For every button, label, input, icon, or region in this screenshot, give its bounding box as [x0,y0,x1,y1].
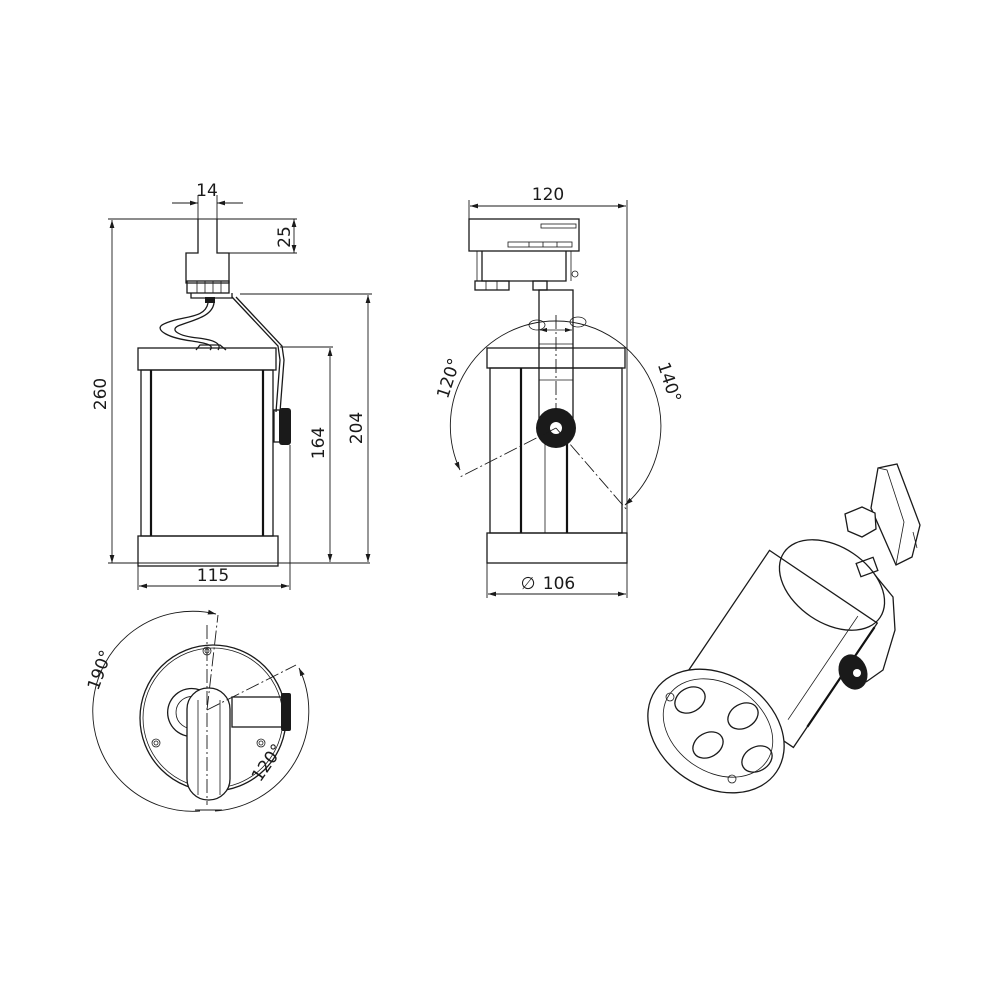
led-lens [741,745,773,773]
dim-tilt-left: 120° [433,356,465,401]
body-top-ring [137,347,277,371]
dim-total-height: 260 [91,378,111,410]
iso-adapter [870,463,921,566]
pan-arc [214,667,310,812]
track-adapter [468,218,580,252]
bracket-arm [231,296,281,413]
led-lens [692,731,724,759]
adapter-collar [186,280,230,294]
front-view: 120° 140° 120 ∅ 106 [433,185,685,598]
tilt-knob-icon [279,408,291,445]
rotation-arc [92,609,217,812]
dim-tilt-right: 140° [653,360,685,405]
dim-adapter-height: 25 [275,226,295,248]
tilt-knob-icon [281,693,291,731]
dim-diameter: 106 [543,574,575,594]
body-bottom-ring [486,532,628,564]
dim-width: 115 [197,566,229,586]
body [140,369,274,537]
dim-adapter-width: 120 [532,185,564,205]
dim-body-height: 164 [309,427,329,459]
bracket [186,687,231,801]
dim-height-from-adapter: 204 [347,412,367,444]
tilt-knob-icon [838,654,868,690]
iso-adapter-nut [844,506,877,538]
side-view: 14 25 260 204 164 115 [91,181,372,590]
led-lens [727,702,759,730]
tilt-arc [449,320,662,506]
diameter-symbol: ∅ [521,574,536,594]
iso-front-face [647,668,785,794]
isometric-view [647,463,921,794]
dim-pan: 120° [248,741,288,786]
dim-rotation: 190° [84,648,117,693]
body-bottom-ring [137,535,279,567]
dim-adapter-width: 14 [196,181,218,201]
led-lens [674,686,706,714]
cable [159,302,212,351]
top-view: 190° 120° [84,609,310,812]
adapter-stem [185,219,230,284]
